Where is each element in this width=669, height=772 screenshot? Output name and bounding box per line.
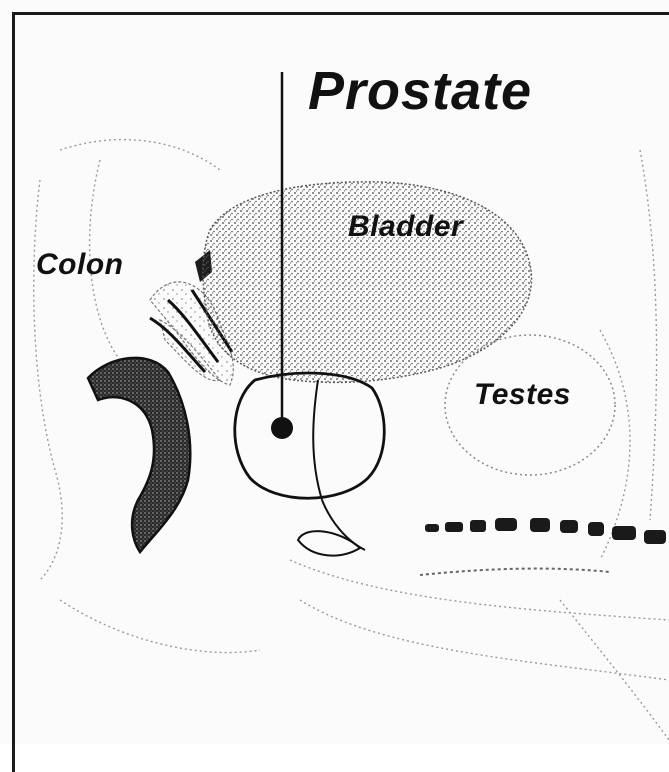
urethra-shape [425, 518, 666, 544]
rectum-shape [88, 358, 190, 552]
label-bladder: Bladder [348, 210, 463, 244]
diagram-title: Prostate [308, 60, 532, 122]
label-testes: Testes [474, 378, 571, 412]
duct-shape [298, 500, 365, 556]
label-colon: Colon [36, 248, 123, 282]
urethra-lower-line [420, 569, 610, 575]
anatomy-diagram: Prostate Bladder Colon Testes [0, 0, 669, 744]
prostate-pointer-dot [271, 417, 293, 439]
prostate-shape [235, 373, 384, 500]
